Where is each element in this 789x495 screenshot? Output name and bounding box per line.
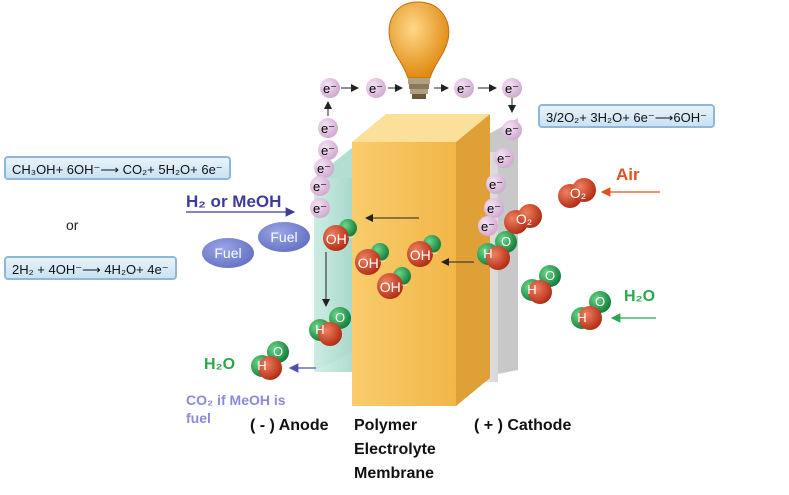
svg-text:H: H [483, 246, 492, 261]
electron: e⁻ [314, 158, 334, 178]
svg-text:e⁻: e⁻ [323, 81, 337, 96]
svg-text:O: O [545, 268, 555, 283]
svg-text:e⁻: e⁻ [313, 179, 327, 194]
cathode-label: ( + ) Cathode [474, 417, 572, 434]
svg-text:O₂: O₂ [516, 211, 532, 227]
svg-text:e⁻: e⁻ [487, 201, 501, 216]
svg-text:e⁻: e⁻ [321, 121, 335, 136]
electron: e⁻ [310, 198, 330, 218]
electron: e⁻ [318, 118, 338, 138]
svg-text:e⁻: e⁻ [489, 177, 503, 192]
water-molecule: HO [521, 265, 561, 304]
hydroxide-ion: OH⁻ [407, 235, 441, 267]
light-bulb-icon [388, 1, 450, 99]
hydroxide-ion: OH⁻ [355, 243, 389, 275]
electron-group: e⁻ e⁻ e⁻ e⁻ e⁻ e⁻ e⁻ e⁻ e⁻ e⁻ e⁻ e⁻ e⁻ e… [310, 78, 522, 236]
svg-text:O: O [335, 310, 345, 325]
svg-text:OH⁻: OH⁻ [358, 255, 386, 271]
electron: e⁻ [494, 148, 514, 168]
electron: e⁻ [502, 120, 522, 140]
water-in-label: H₂O [624, 288, 656, 305]
electron: e⁻ [454, 78, 474, 98]
electron: e⁻ [310, 176, 330, 196]
hydroxide-ion: OH⁻ [377, 267, 411, 299]
svg-text:e⁻: e⁻ [505, 123, 519, 138]
svg-text:e⁻: e⁻ [457, 81, 471, 96]
svg-text:e⁻: e⁻ [497, 151, 511, 166]
svg-text:O: O [273, 344, 283, 359]
water-out-label: H₂O [204, 356, 236, 373]
svg-text:O₂: O₂ [570, 185, 586, 201]
svg-text:H: H [257, 358, 266, 373]
water-group: HO HO HO HO HO [251, 231, 611, 380]
svg-text:e⁻: e⁻ [505, 81, 519, 96]
air-label: Air [616, 165, 640, 184]
svg-text:OH⁻: OH⁻ [380, 279, 408, 295]
electron: e⁻ [366, 78, 386, 98]
hydroxide-group: OH⁻ OH⁻ OH⁻ OH⁻ [323, 219, 441, 299]
co2-note-line1: CO₂ if MeOH is [186, 392, 286, 408]
svg-text:e⁻: e⁻ [369, 81, 383, 96]
svg-text:e⁻: e⁻ [481, 219, 495, 234]
svg-text:e⁻: e⁻ [321, 143, 335, 158]
hydroxide-ion: OH⁻ [323, 219, 357, 251]
electron: e⁻ [478, 216, 498, 236]
electron: e⁻ [484, 198, 504, 218]
oxygen-molecule: O₂ [504, 204, 542, 234]
svg-text:H: H [527, 282, 536, 297]
electron: e⁻ [502, 78, 522, 98]
membrane-label-line1: Polymer [354, 417, 418, 434]
electron: e⁻ [318, 140, 338, 160]
svg-text:OH⁻: OH⁻ [410, 247, 438, 263]
water-molecule: HO [477, 231, 517, 270]
svg-text:e⁻: e⁻ [313, 201, 327, 216]
hydrogen-anode-equation: 2H₂ + 4OH⁻⟶ 4H₂O+ 4e⁻ [4, 256, 177, 280]
fuel-bubble: Fuel [202, 238, 254, 268]
svg-text:O: O [595, 294, 605, 309]
cathode-equation: 3/2O₂+ 3H₂O+ 6e⁻⟶6OH⁻ [538, 104, 715, 128]
water-molecule: HO [571, 291, 611, 330]
methanol-anode-equation: CH₃OH+ 6OH⁻⟶ CO₂+ 5H₂O+ 6e⁻ [4, 156, 231, 180]
svg-text:e⁻: e⁻ [317, 161, 331, 176]
or-label: or [66, 217, 79, 233]
water-molecule: HO [309, 307, 351, 346]
membrane-label-line2: Electrolyte [354, 441, 436, 458]
svg-text:H: H [577, 310, 586, 325]
water-molecule: HO [251, 341, 289, 380]
co2-note-line2: fuel [186, 410, 211, 426]
oxygen-group: O₂ O₂ [504, 178, 596, 234]
svg-text:OH⁻: OH⁻ [326, 231, 354, 247]
fuel-bubble: Fuel [258, 222, 310, 252]
svg-text:O: O [501, 234, 511, 249]
fuel-input-label: H₂ or MeOH [186, 192, 282, 211]
anode-label: ( - ) Anode [250, 417, 329, 434]
electron: e⁻ [320, 78, 340, 98]
oxygen-molecule: O₂ [558, 178, 596, 208]
electron: e⁻ [486, 174, 506, 194]
svg-text:H: H [315, 322, 324, 337]
membrane-label-line3: Membrane [354, 465, 435, 482]
